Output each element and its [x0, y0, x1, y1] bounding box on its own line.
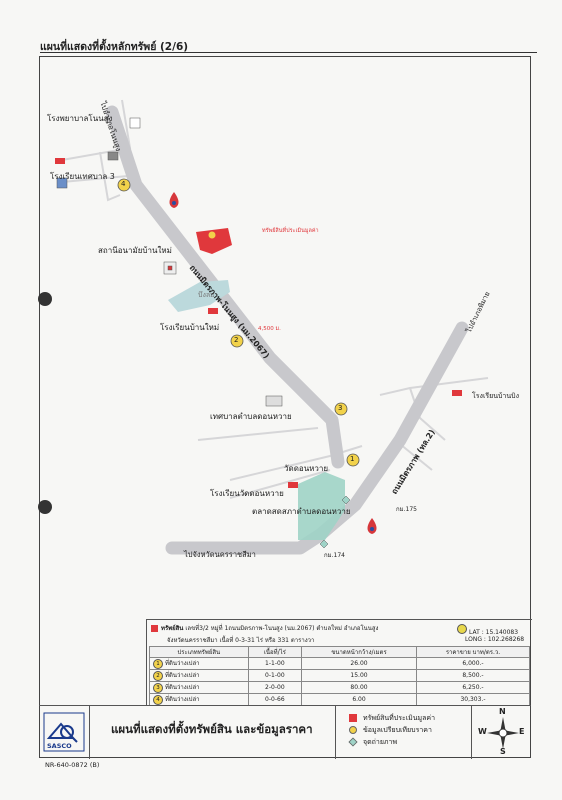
- compass-rose-icon: N S E W: [478, 707, 527, 757]
- comparable-table: ประเภททรัพย์สิน เนื้อที่/ไร่ ขนาดหน้ากว้…: [149, 646, 531, 706]
- label-km174: กม.174: [324, 552, 345, 559]
- label-school-tessaban3: โรงเรียนเทศบาล 3: [50, 172, 115, 181]
- marker-2-label: 2: [234, 336, 239, 344]
- property-info-panel: ทรัพย์สิน เลขที่3/2 หมู่ที่ 1ถนนมิตรภาพ-…: [146, 619, 532, 706]
- latitude: LAT : 15.140083: [457, 624, 518, 636]
- marker-1-label: 1: [350, 455, 355, 463]
- label-market: ตลาดสดสภาตำบลดอนหวาย: [252, 507, 351, 516]
- label-pond: บึงลม: [198, 291, 215, 299]
- header-price: ราคาขาย บาท/ตร.ว.: [415, 646, 531, 658]
- label-school-banmai: โรงเรียนบ้านใหม่: [160, 323, 220, 332]
- marker-4-label: 4: [121, 180, 126, 188]
- legend-item-photo: จุดถ่ายภาพ: [348, 736, 435, 748]
- legend-item-subject: ทรัพย์สินที่ประเมินมูลค่า: [349, 712, 435, 724]
- compass-n: N: [499, 707, 506, 716]
- yellow-circle-icon: [349, 726, 357, 734]
- footer: SASCO แผนที่แสดงที่ตั้งทรัพย์สิน และข้อม…: [39, 705, 531, 759]
- label-distance: 4,500 ม.: [258, 326, 281, 332]
- compass-w: W: [478, 727, 487, 736]
- compass-s: S: [500, 747, 506, 756]
- legend-item-comparable: ข้อมูลเปรียบเทียบราคา: [349, 724, 435, 736]
- label-km175: กม.175: [396, 506, 417, 513]
- label-hospital: โรงพยาบาลโนนสูง: [47, 114, 113, 123]
- header-type: ประเภททรัพย์สิน: [149, 646, 249, 658]
- label-municipality: เทศบาลตำบลดอนหวาย: [210, 412, 292, 421]
- red-square-icon: [349, 714, 357, 722]
- compass-e: E: [519, 727, 525, 736]
- header-area: เนื้อที่/ไร่: [247, 646, 303, 658]
- marker-3-label: 3: [338, 404, 343, 412]
- document-id: NR-640-0872 (B): [45, 761, 100, 769]
- label-subject-property: ทรัพย์สินที่ประเมินมูลค่า: [262, 228, 319, 234]
- address-line2: จังหวัดนครราชสีมา เนื้อที่ 0-3-31 ไร่ หร…: [167, 637, 315, 644]
- label-school-wat-donwai: โรงเรียนวัดดอนหวาย: [210, 489, 284, 498]
- map-frame: [39, 56, 531, 758]
- footer-title: แผนที่แสดงที่ตั้งทรัพย์สิน และข้อมูลราคา: [111, 722, 313, 736]
- title-rule: [40, 52, 537, 53]
- property-address: ทรัพย์สิน เลขที่3/2 หมู่ที่ 1ถนนมิตรภาพ-…: [151, 624, 401, 633]
- map-legend: ทรัพย์สินที่ประเมินมูลค่า ข้อมูลเปรียบเท…: [348, 712, 435, 748]
- diamond-icon: [348, 737, 358, 747]
- label-health-station: สถานีอนามัยบ้านใหม่: [98, 246, 172, 255]
- header-width: ขนาดหน้ากว้าง/เมตร: [301, 646, 417, 658]
- page-title: แผนที่แสดงที่ตั้งหลักทรัพย์ (2/6): [40, 41, 189, 53]
- address-line1: เลขที่3/2 หมู่ที่ 1ถนนมิตรภาพ-โนนสูง (นม…: [185, 625, 379, 632]
- label-to-nakhon: ไปจังหวัดนครราชสีมา: [184, 550, 256, 559]
- subject-square-icon: [151, 625, 158, 632]
- label-wat-donwai: วัดดอนหวาย: [284, 464, 329, 473]
- binder-hole: [38, 292, 52, 306]
- longitude: LONG : 102.268268: [465, 636, 525, 643]
- logo-text: SASCO: [47, 742, 72, 750]
- comparable-circle-icon: [457, 624, 467, 634]
- sasco-logo-icon: [43, 712, 85, 752]
- binder-hole: [38, 500, 52, 514]
- label-school-banbing: โรงเรียนบ้านบิง: [472, 392, 519, 400]
